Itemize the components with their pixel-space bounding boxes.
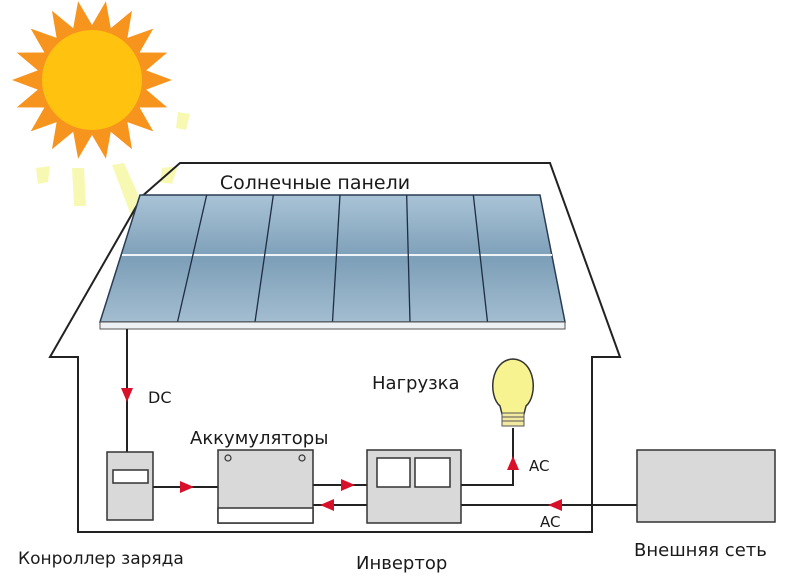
batteries-label: Аккумуляторы	[190, 428, 328, 449]
battery	[217, 449, 314, 524]
house-outline	[48, 162, 622, 533]
charge-controller-label: Конроллер заряда	[18, 549, 184, 569]
ac-load-label: AC	[529, 457, 549, 475]
panel-divider	[254, 194, 274, 323]
arrow-to-battery-return-icon	[320, 499, 334, 511]
dc-label: DC	[148, 388, 172, 407]
arrow-to-battery-icon	[180, 481, 194, 493]
inverter	[366, 449, 462, 524]
solar-panels-label: Солнечные панели	[220, 172, 410, 194]
panel-divider	[472, 194, 489, 323]
light-bulb-icon	[492, 358, 534, 427]
external-grid-box	[636, 449, 776, 523]
ac-load-arrow-icon	[507, 456, 519, 470]
panel-divider	[406, 194, 411, 323]
ac-grid-label: AC	[540, 513, 560, 531]
external-grid-label: Внешняя сеть	[634, 540, 767, 561]
load-label: Нагрузка	[372, 373, 460, 394]
inverter-label: Инвертор	[356, 553, 447, 574]
ac-grid-arrow-icon	[548, 499, 562, 511]
sun-icon	[12, 1, 172, 159]
panel-divider	[176, 194, 208, 323]
solar-panel-array	[98, 194, 566, 330]
panel-divider	[331, 194, 341, 323]
dc-arrow-icon	[121, 388, 133, 402]
charge-controller	[106, 451, 154, 521]
arrow-to-inverter-icon	[341, 479, 355, 491]
